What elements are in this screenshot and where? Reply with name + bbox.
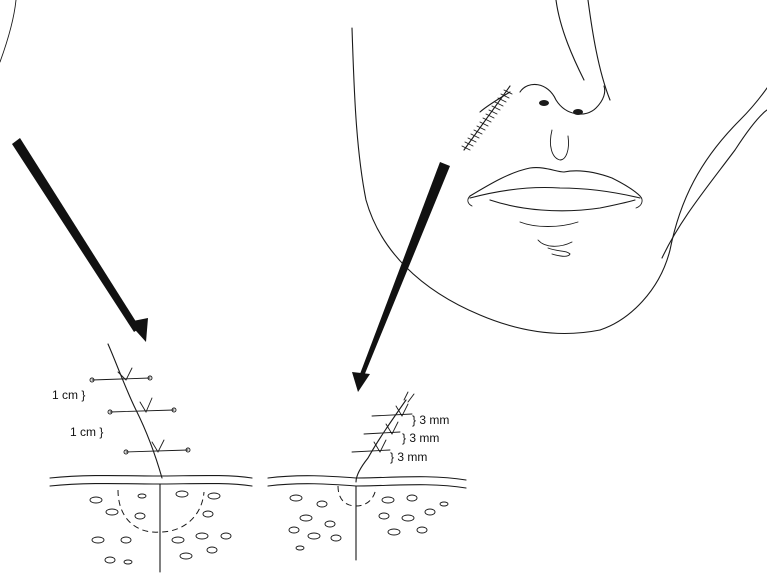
chin-mark-top	[538, 240, 572, 246]
left-sutures	[90, 368, 190, 454]
right-label-3: } 3 mm	[390, 450, 427, 464]
philtrum	[550, 130, 568, 160]
jaw-crease	[662, 110, 767, 258]
face-outline-chin	[600, 88, 767, 330]
left-skin-surface	[50, 476, 252, 479]
left-suture-detail: 1 cm } 1 cm }	[50, 344, 252, 572]
mouth-line	[470, 187, 640, 198]
right-nostril	[573, 109, 583, 115]
arrow-left	[12, 138, 148, 342]
cheek-suture-line	[462, 86, 512, 150]
right-suture-detail: } 3 mm } 3 mm } 3 mm	[268, 392, 466, 560]
lower-lip	[490, 200, 635, 211]
left-nostril	[539, 100, 549, 106]
nose-bottom	[520, 84, 605, 114]
arrow-right	[352, 162, 450, 392]
edge-stroke	[0, 0, 16, 62]
chin-mark	[548, 248, 570, 256]
right-skin-surface	[268, 476, 466, 480]
right-skin-surface-2	[268, 484, 466, 488]
right-buried-suture	[338, 486, 376, 506]
labiomental-crease	[520, 222, 578, 227]
left-label-1: 1 cm }	[52, 388, 85, 402]
left-label-2: 1 cm }	[70, 425, 103, 439]
face-outline-left	[352, 28, 600, 334]
face-drawing	[352, 0, 767, 334]
left-skin-surface-2	[50, 484, 252, 487]
nose-side	[588, 0, 610, 100]
right-label-1: } 3 mm	[412, 413, 449, 427]
right-wound-line	[356, 400, 406, 482]
right-tissue-texture	[289, 495, 448, 550]
left-buried-suture	[118, 490, 204, 532]
nose-ridge	[556, 0, 584, 80]
right-label-2: } 3 mm	[402, 431, 439, 445]
